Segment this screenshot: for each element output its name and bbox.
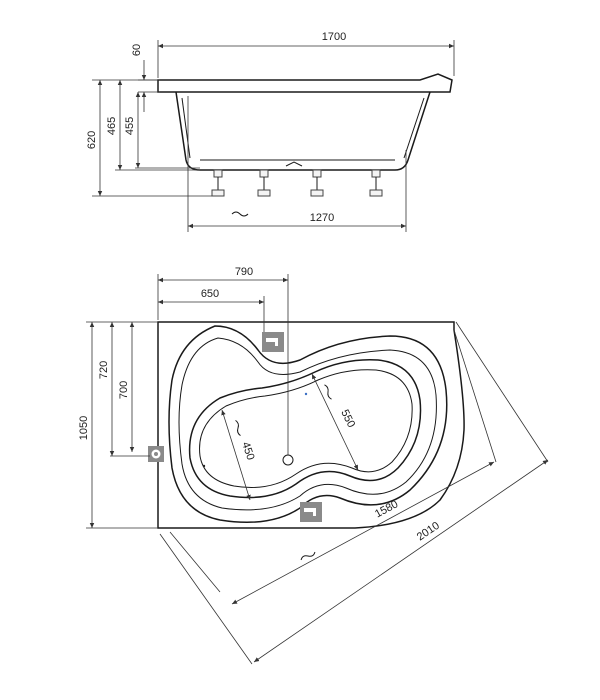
tub-body-side xyxy=(175,91,431,171)
dim-450-label: 450 xyxy=(239,440,256,461)
marker-dot xyxy=(202,464,206,468)
dim-1580-label: 1580 xyxy=(373,498,400,520)
faucet-icon xyxy=(300,502,322,522)
dim-depth-label: 1050 xyxy=(78,416,90,440)
dim-length-label: 1700 xyxy=(322,31,346,43)
dim-550-label: 550 xyxy=(338,408,357,430)
dim-height-455-label: 455 xyxy=(124,117,136,135)
break-mark xyxy=(231,211,249,217)
dim-700-label: 700 xyxy=(118,381,130,399)
basin-outer xyxy=(168,325,448,524)
tub-legs xyxy=(211,161,383,197)
basin-inner xyxy=(188,359,422,499)
dim-2010-label: 2010 xyxy=(415,520,442,544)
dim-height-465-label: 465 xyxy=(106,117,118,135)
dim-leg-span-label: 1270 xyxy=(310,212,334,224)
basin-middle xyxy=(178,337,437,511)
top-view: 790 650 1050 720 700 450 550 1580 2010 xyxy=(78,266,549,665)
dim-720-label: 720 xyxy=(98,361,110,379)
marker-dot xyxy=(304,392,308,396)
dim-650-label: 650 xyxy=(201,288,219,300)
dim-790-label: 790 xyxy=(235,266,253,278)
faucet-icon xyxy=(262,332,284,352)
dim-total-height-label: 620 xyxy=(86,131,98,149)
drain xyxy=(282,454,294,466)
break-mark xyxy=(300,551,316,561)
tub-rim xyxy=(157,73,453,93)
tub-outline-top xyxy=(157,321,465,529)
dim-rim-label: 60 xyxy=(131,44,143,56)
overflow-drain-icon xyxy=(148,446,164,462)
side-view: 1700 60 620 465 455 1270 xyxy=(86,31,455,232)
